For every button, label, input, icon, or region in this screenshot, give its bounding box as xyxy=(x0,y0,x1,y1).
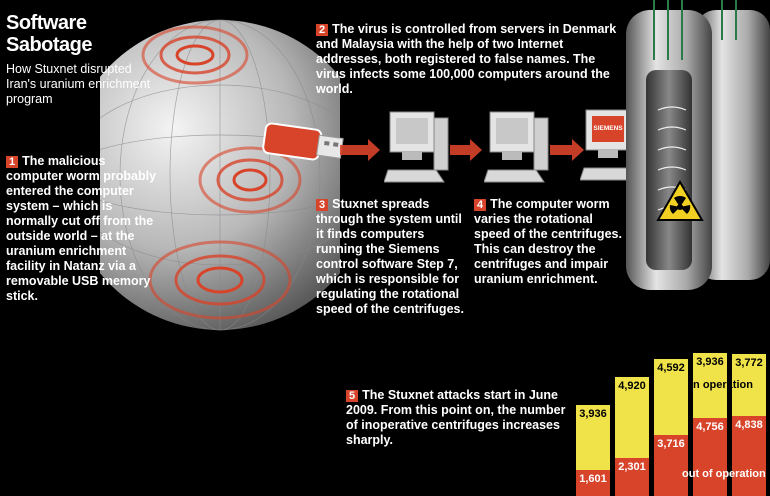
bar-out-of-operation xyxy=(615,458,649,496)
step-text: Stuxnet spreads through the system until… xyxy=(316,197,464,316)
page-title: Software Sabotage xyxy=(6,12,93,56)
bar-in-operation xyxy=(576,404,610,470)
bar-value-label: 4,756 xyxy=(696,420,724,433)
globe-illustration xyxy=(100,19,340,331)
bar-in-operation xyxy=(654,358,688,435)
step-number: 5 xyxy=(346,390,359,402)
bar-value-label: 4,592 xyxy=(657,361,685,374)
bar-value-label: 3,716 xyxy=(657,437,685,450)
step-number: 3 xyxy=(316,199,329,211)
step-text: The virus is controlled from servers in … xyxy=(316,22,617,96)
bar-in-operation xyxy=(693,352,727,418)
centrifuge-bar-chart: 3,936 1,601 4,920 2,301 4,592 3,716 3,936 4,756… xyxy=(572,330,770,496)
computer-icon-2 xyxy=(484,111,549,183)
bar-value-label: 4,920 xyxy=(618,379,646,392)
bar-value-label: 3,936 xyxy=(696,355,724,368)
bar-value-label: 3,772 xyxy=(735,356,763,369)
bar-value-label: 1,601 xyxy=(579,472,607,485)
bar-out-of-operation xyxy=(576,469,610,496)
bar-value-label: 3,936 xyxy=(579,407,607,420)
step-text: The computer worm varies the rotational … xyxy=(474,197,622,286)
bar-out-of-operation xyxy=(732,416,766,496)
page-subtitle: How Stuxnet disrupted Iran's uranium enr… xyxy=(6,62,151,106)
bar-out-of-operation xyxy=(693,417,727,496)
step-number: 2 xyxy=(316,24,329,36)
computer-icon-1 xyxy=(384,111,449,183)
step-text: The malicious computer worm probably ent… xyxy=(6,154,157,303)
legend-in-operation: in operation xyxy=(690,379,753,391)
step-text: The Stuxnet attacks start in June 2009. … xyxy=(346,388,566,447)
centrifuge-illustration xyxy=(626,0,770,290)
bar-in-operation xyxy=(615,376,649,459)
siemens-logo: SIEMENS xyxy=(593,125,623,132)
flow-arrows xyxy=(340,139,584,161)
step-number: 4 xyxy=(474,199,487,211)
bar-value-label: 2,301 xyxy=(618,461,646,474)
bar-value-label: 4,838 xyxy=(735,419,763,432)
legend-out-of-operation: out of operation xyxy=(682,468,766,480)
bar-out-of-operation xyxy=(654,434,688,496)
step-number: 1 xyxy=(6,156,19,168)
usb-stick-icon xyxy=(262,122,344,161)
bar-in-operation xyxy=(732,353,766,417)
